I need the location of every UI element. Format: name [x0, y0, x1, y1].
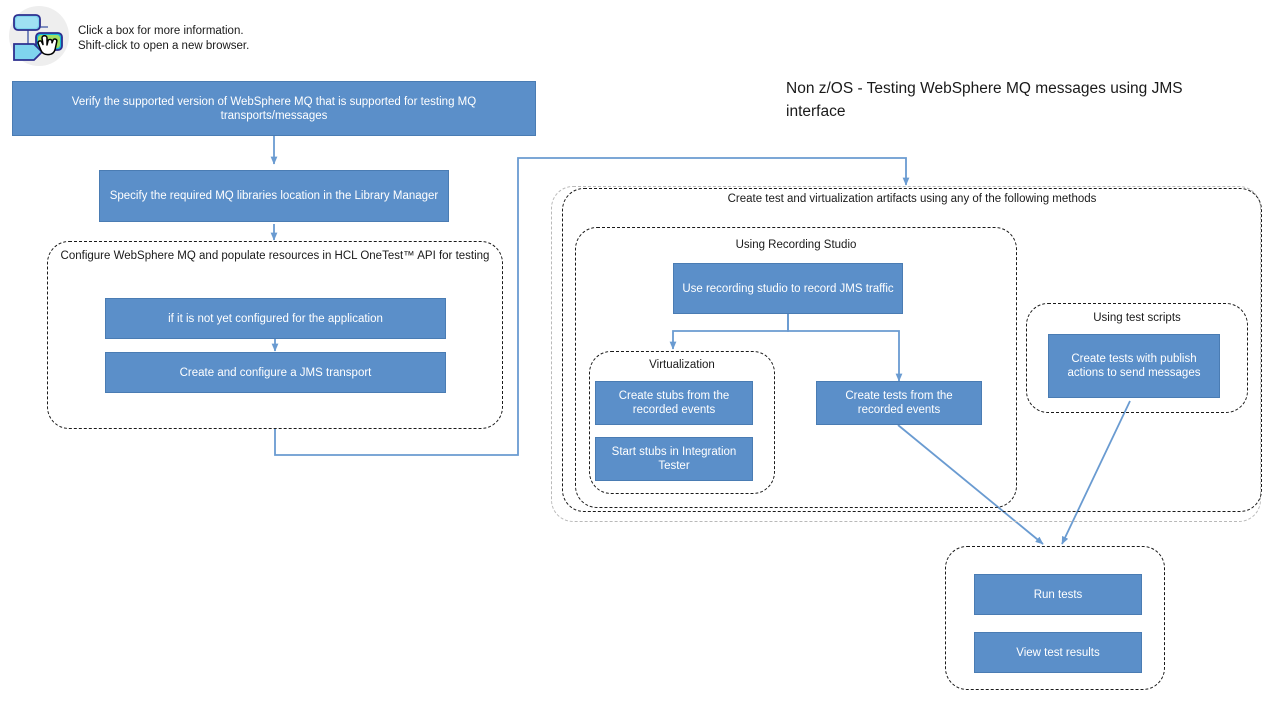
node-verify-version[interactable]: Verify the supported version of WebSpher…	[12, 81, 536, 136]
group-test-scripts-label: Using test scripts	[1093, 312, 1181, 324]
group-virtualization-label: Virtualization	[649, 359, 715, 371]
node-not-yet-configured[interactable]: if it is not yet configured for the appl…	[105, 298, 446, 339]
node-create-tests-recorded[interactable]: Create tests from the recorded events	[816, 381, 982, 425]
group-recording-studio	[575, 227, 1017, 508]
group-configure-mq	[47, 241, 503, 429]
node-start-stubs[interactable]: Start stubs in Integration Tester	[595, 437, 753, 481]
group-test-scripts	[1026, 303, 1248, 413]
group-virtualization	[589, 351, 775, 494]
group-recording-studio-label: Using Recording Studio	[735, 239, 857, 251]
flowchart-pointer-icon	[6, 5, 72, 67]
diagram-title: Non z/OS - Testing WebSphere MQ messages…	[786, 80, 1183, 120]
group-artifacts-outer	[551, 186, 1261, 522]
group-results	[945, 546, 1165, 690]
group-configure-mq-label: Configure WebSphere MQ and populate reso…	[60, 250, 490, 262]
node-use-recording-studio[interactable]: Use recording studio to record JMS traff…	[673, 263, 903, 314]
connector-recording-to-create-tests	[787, 314, 903, 382]
legend-instructions: Click a box for more information. Shift-…	[78, 25, 250, 52]
connector-configure-to-artifacts	[274, 157, 910, 456]
node-create-tests-publish[interactable]: Create tests with publish actions to sen…	[1048, 334, 1220, 398]
group-create-artifacts	[562, 188, 1262, 512]
node-run-tests[interactable]: Run tests	[974, 574, 1142, 615]
group-create-artifacts-label: Create test and virtualization artifacts…	[727, 193, 1097, 205]
node-create-stubs[interactable]: Create stubs from the recorded events	[595, 381, 753, 425]
connector-createtests-to-results	[897, 424, 1044, 545]
node-view-test-results[interactable]: View test results	[974, 632, 1142, 673]
node-specify-libraries[interactable]: Specify the required MQ libraries locati…	[99, 170, 449, 222]
connector-publish-to-results	[1061, 400, 1131, 545]
node-create-jms-transport[interactable]: Create and configure a JMS transport	[105, 352, 446, 393]
